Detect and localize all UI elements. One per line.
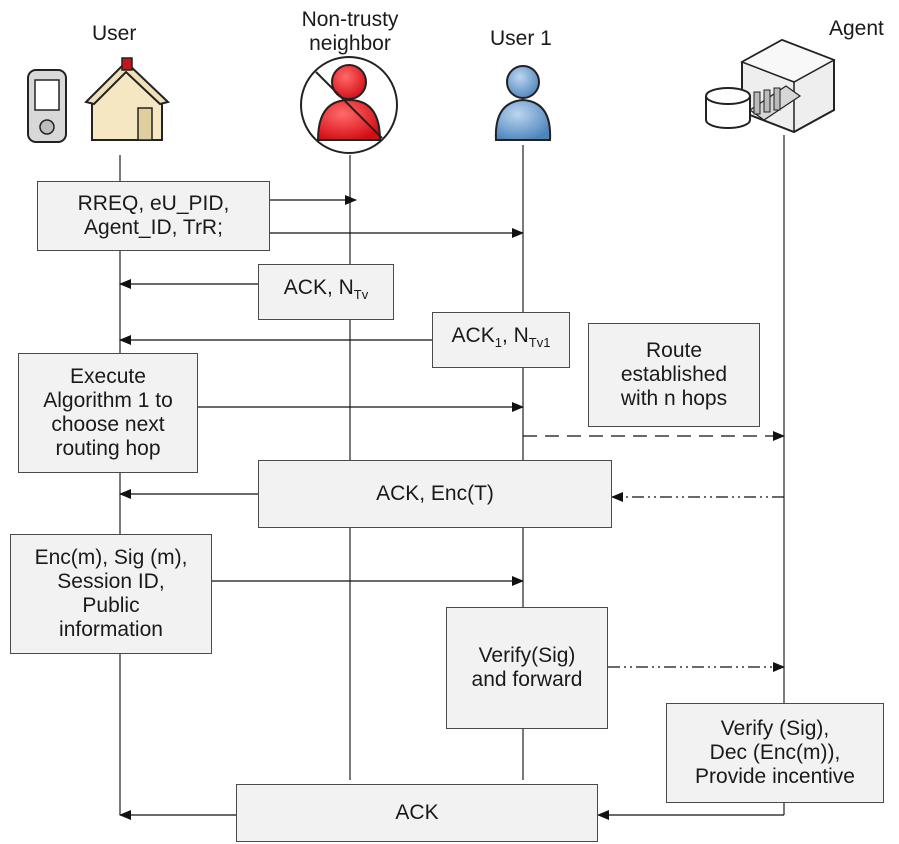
actor-label-neighbor-line1: Non-trusty: [301, 8, 399, 31]
ack1-main: ACK: [451, 324, 495, 348]
ack-final-box: ACK: [236, 784, 598, 842]
route-established-box: Route established with n hops: [588, 323, 760, 427]
execute-line-3: choose next: [51, 413, 165, 436]
ack1-ntv1-label: ACK1, NTv1: [452, 324, 551, 355]
actor-label-neighbor: Non-trusty neighbor: [288, 8, 412, 56]
verify-forward-line-2: and forward: [471, 668, 583, 691]
agent-verify-line-1: Verify (Sig),: [720, 717, 830, 740]
ack-ntv-main: ACK, N: [283, 276, 354, 300]
ack1-ntv1-box: ACK1, NTv1: [432, 312, 570, 368]
ack-enc-box: ACK, Enc(T): [258, 460, 612, 528]
ntv1-main: , N: [501, 324, 529, 348]
agent-verify-line-3: Provide incentive: [695, 765, 855, 788]
verify-forward-line-1: Verify(Sig): [478, 644, 576, 667]
actor-label-agent: Agent: [829, 17, 884, 40]
server-database-icon: [705, 38, 836, 134]
ack-enc-label: ACK, Enc(T): [376, 482, 494, 505]
ack-final-label: ACK: [395, 801, 439, 824]
enc-message-box: Enc(m), Sig (m), Session ID, Public info…: [10, 534, 212, 654]
enc-line-4: information: [59, 618, 163, 641]
ntv1-sub: Tv1: [528, 335, 551, 351]
execute-line-1: Execute: [70, 365, 146, 388]
ack-ntv-sub: Tv: [353, 287, 369, 303]
execute-line-2: Algorithm 1 to: [43, 389, 173, 412]
agent-verify-line-2: Dec (Enc(m)),: [709, 741, 841, 764]
person-icon: [494, 65, 552, 141]
route-line-2: established: [620, 363, 728, 386]
enc-line-2: Session ID,: [57, 570, 165, 593]
blocked-person-icon: [300, 56, 398, 154]
enc-line-3: Public: [82, 594, 140, 617]
agent-verify-box: Verify (Sig), Dec (Enc(m)), Provide ince…: [666, 703, 884, 803]
rreq-line-1: RREQ, eU_PID,: [77, 192, 230, 215]
house-icon: [84, 57, 171, 141]
ack-ntv-box: ACK, NTv: [258, 264, 394, 320]
pda-icon: [27, 69, 67, 143]
ack1-sub: 1: [494, 335, 502, 351]
rreq-line-2: Agent_ID, TrR;: [84, 216, 223, 239]
actor-label-neighbor-line2: neighbor: [309, 32, 391, 55]
route-line-1: Route: [645, 339, 703, 362]
execute-algorithm-box: Execute Algorithm 1 to choose next routi…: [18, 353, 198, 473]
route-line-3: with n hops: [620, 387, 728, 410]
enc-line-1: Enc(m), Sig (m),: [34, 546, 188, 569]
verify-forward-box: Verify(Sig) and forward: [446, 607, 608, 729]
ack-ntv-label: ACK, NTv: [284, 276, 368, 307]
actor-label-user: User: [92, 22, 137, 45]
actor-label-user1: User 1: [490, 27, 552, 50]
rreq-message-box: RREQ, eU_PID, Agent_ID, TrR;: [37, 181, 270, 251]
execute-line-4: routing hop: [55, 437, 161, 460]
